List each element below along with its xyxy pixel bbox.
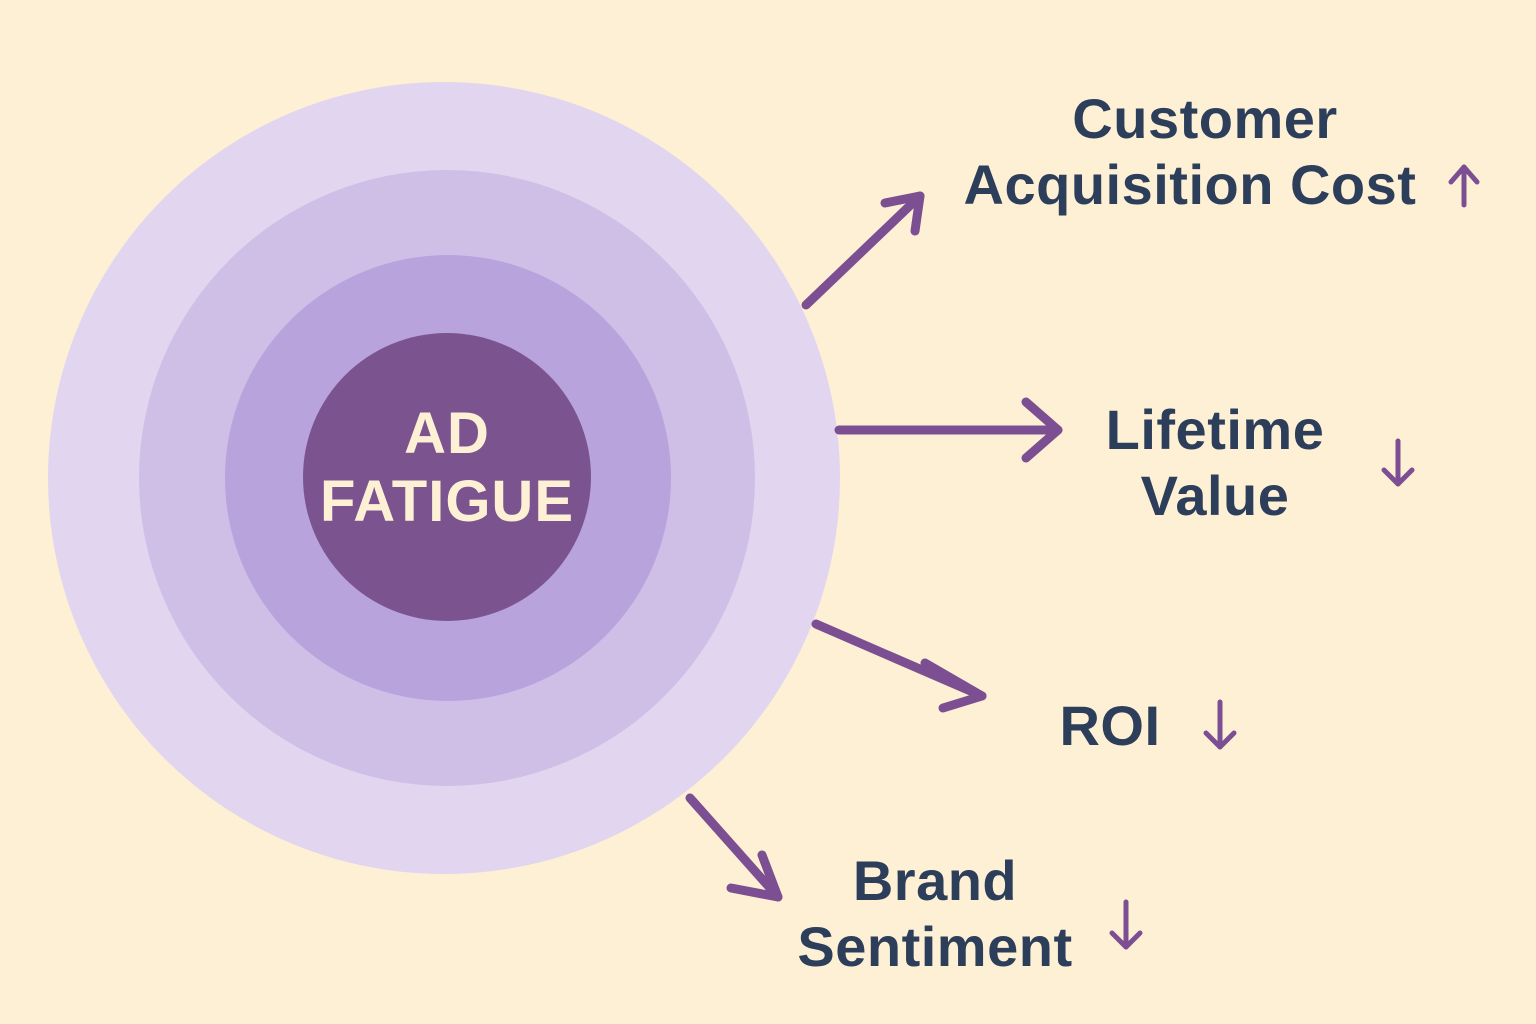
center-label: AD FATIGUE xyxy=(303,400,591,536)
ad-fatigue-core xyxy=(303,333,591,621)
effect-label-line1: ROI xyxy=(1059,694,1161,757)
arrow-down-icon xyxy=(1109,899,1143,950)
effect-lifetime-value: Lifetime Value xyxy=(1090,397,1340,529)
arrow-up-icon xyxy=(1448,164,1480,208)
arrow-to-cac xyxy=(801,191,925,310)
effect-label-line2: Acquisition Cost xyxy=(963,153,1417,216)
effect-roi: ROI xyxy=(1050,693,1170,759)
arrow-to-brand xyxy=(685,793,783,902)
effect-customer-acquisition-cost: Customer Acquisition Cost xyxy=(940,86,1440,218)
arrow-down-icon xyxy=(1381,438,1415,487)
arrow-to-ltv xyxy=(834,397,1063,463)
effect-label-line1: Lifetime xyxy=(1105,398,1325,461)
effect-label-line2: Sentiment xyxy=(797,915,1073,978)
effect-label-line2: Value xyxy=(1140,464,1290,527)
arrow-down-icon xyxy=(1203,699,1237,750)
effect-label-line1: Brand xyxy=(852,849,1018,912)
center-label-line2: FATIGUE xyxy=(319,469,575,534)
effect-label-line1: Customer xyxy=(1072,87,1338,150)
center-label-line1: AD xyxy=(404,401,490,466)
effect-brand-sentiment: Brand Sentiment xyxy=(780,848,1090,980)
arrow-to-roi xyxy=(811,619,987,713)
